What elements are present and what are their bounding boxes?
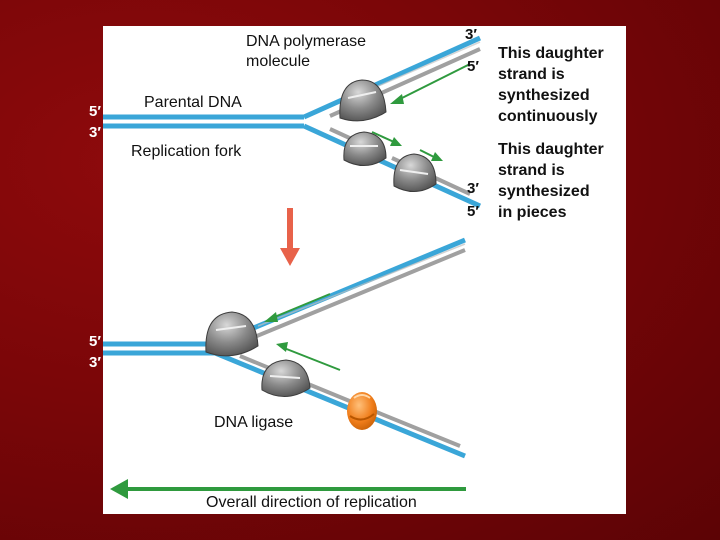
continuous-caption: This daughter strand is synthesized cont… xyxy=(498,43,622,127)
continuous-caption-line-3: synthesized xyxy=(498,87,590,104)
left-3prime: 3′ xyxy=(89,124,101,141)
dna-polymerase-lagging-1 xyxy=(343,131,387,166)
bottom-fork xyxy=(103,237,466,459)
lagging-fragment-arrow-2 xyxy=(419,149,443,161)
down-arrow-icon xyxy=(280,208,300,266)
bottom-left-5prime: 5′ xyxy=(89,333,101,350)
polymerase-label: DNA polymerase molecule xyxy=(246,33,367,70)
replication-fork-label: Replication fork xyxy=(131,143,242,160)
overall-direction-label: Overall direction of replication xyxy=(206,494,417,511)
dna-ligase-label: DNA ligase xyxy=(214,414,294,431)
pieces-caption-line-1: This daughter xyxy=(498,141,604,158)
pieces-caption-line-3: synthesized xyxy=(498,183,590,200)
bottom-lagging-arrow xyxy=(276,342,341,371)
leading-daughter-strand-upper-new xyxy=(359,41,481,95)
bottom-leading-arrow xyxy=(264,293,331,322)
top-arm-5prime: 5′ xyxy=(467,58,479,75)
pieces-caption: This daughter strand is synthesized in p… xyxy=(498,139,622,223)
overall-direction-arrow xyxy=(110,479,466,499)
leading-direction-arrow xyxy=(390,63,471,104)
mid-arm-3prime: 3′ xyxy=(467,180,479,197)
bottom-leading-daughter xyxy=(239,248,466,345)
bottom-leading-daughter-2 xyxy=(257,243,466,327)
top-arm-3prime: 3′ xyxy=(465,26,477,43)
continuous-caption-line-1: This daughter xyxy=(498,45,604,62)
bottom-lagging-fragment-2 xyxy=(373,409,461,448)
bottom-lagging-template xyxy=(214,350,466,459)
continuous-caption-line-4: continuously xyxy=(498,108,598,125)
continuous-caption-line-2: strand is xyxy=(498,66,565,83)
mid-arm-5prime: 5′ xyxy=(467,203,479,220)
bottom-leading-template xyxy=(214,237,466,347)
parental-dna-label: Parental DNA xyxy=(144,94,242,111)
pieces-caption-line-4: in pieces xyxy=(498,204,567,221)
left-5prime: 5′ xyxy=(89,103,101,120)
top-fork xyxy=(103,35,482,209)
dna-polymerase-leading xyxy=(339,79,387,122)
dna-ligase-icon xyxy=(347,392,377,430)
pieces-caption-line-2: strand is xyxy=(498,162,565,179)
bottom-dna-polymerase-leading xyxy=(205,311,259,357)
dna-polymerase-lagging-2 xyxy=(393,153,437,192)
leading-template-strand xyxy=(302,35,482,120)
bottom-left-3prime: 3′ xyxy=(89,354,101,371)
bottom-dna-polymerase-lagging xyxy=(261,359,311,397)
lagging-fragment-arrow-1 xyxy=(371,131,402,146)
lagging-template-strand xyxy=(302,123,482,209)
